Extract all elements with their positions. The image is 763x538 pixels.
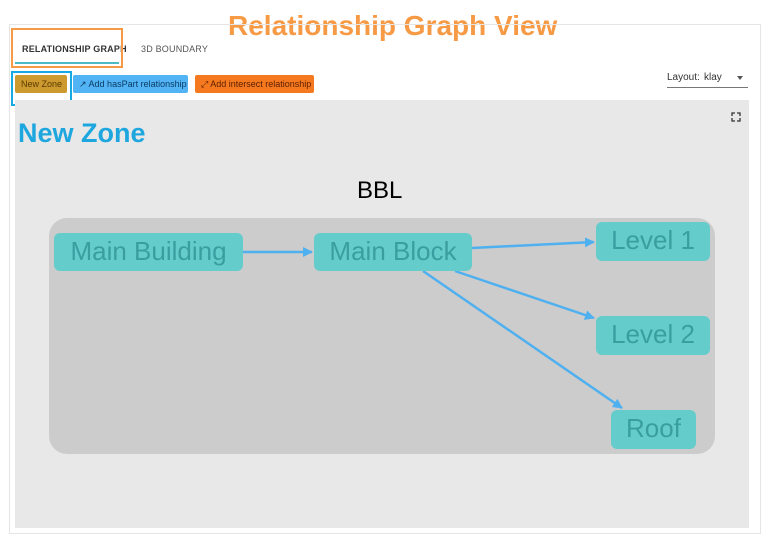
annotation-title: Relationship Graph View	[228, 10, 558, 41]
chevron-down-icon[interactable]	[737, 76, 743, 80]
layout-label: Layout:	[667, 72, 700, 83]
node-main-block[interactable]: Main Block	[314, 233, 472, 271]
tab-3d-boundary[interactable]: 3D BOUNDARY	[141, 44, 209, 54]
app-frame	[9, 24, 761, 534]
fullscreen-icon[interactable]	[731, 112, 741, 122]
active-tab-indicator	[15, 62, 119, 64]
layout-select[interactable]: klay	[704, 72, 722, 83]
node-level-2[interactable]: Level 2	[596, 316, 710, 355]
tab-relationship-graph[interactable]: RELATIONSHIP GRAPH	[22, 44, 127, 54]
add-haspart-button[interactable]: ↗ Add hasPart relationship	[73, 75, 188, 93]
node-roof[interactable]: Roof	[611, 410, 696, 449]
tab-highlight-box	[11, 28, 123, 68]
add-intersect-button[interactable]: ⤢ Add intersect relationship	[195, 75, 314, 93]
node-main-building[interactable]: Main Building	[54, 233, 243, 271]
layout-select-underline	[667, 87, 748, 88]
new-zone-button[interactable]: New Zone	[15, 75, 67, 93]
group-label: BBL	[357, 177, 403, 204]
new-zone-annotation: New Zone	[18, 118, 146, 148]
node-level-1[interactable]: Level 1	[596, 222, 710, 261]
